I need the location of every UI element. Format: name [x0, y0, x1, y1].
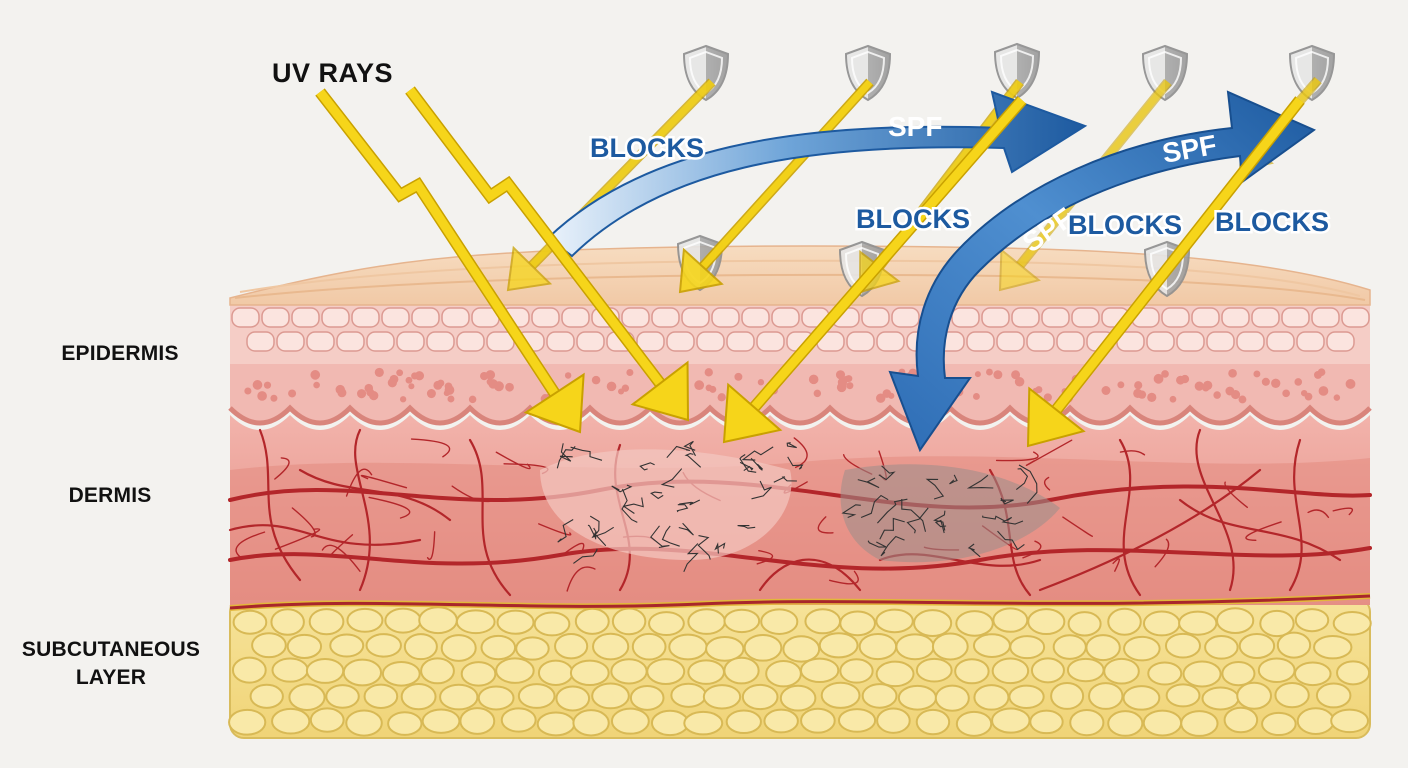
blocks-label-2: BLOCKS	[856, 204, 970, 234]
spf-arrow-1	[546, 90, 1088, 258]
subcutaneous-label: SUBCUTANEOUS LAYER	[21, 638, 201, 689]
spf-label-1: SPF	[888, 111, 942, 142]
stratum-corneum	[229, 245, 1371, 306]
subcutaneous-layer	[228, 597, 1372, 739]
uv-rays	[315, 86, 1305, 448]
dermis-label: DERMIS	[68, 484, 152, 507]
epidermis-label: EPIDERMIS	[61, 342, 179, 365]
spf-label-2: SPF	[1160, 129, 1219, 169]
uv-rays-title: UV RAYS	[272, 58, 394, 88]
blocks-label-4: BLOCKS	[1215, 207, 1329, 237]
blocks-label-3: BLOCKS	[1068, 210, 1182, 240]
blocks-label-1: BLOCKS	[590, 133, 704, 163]
dermis-layer	[228, 415, 1372, 611]
